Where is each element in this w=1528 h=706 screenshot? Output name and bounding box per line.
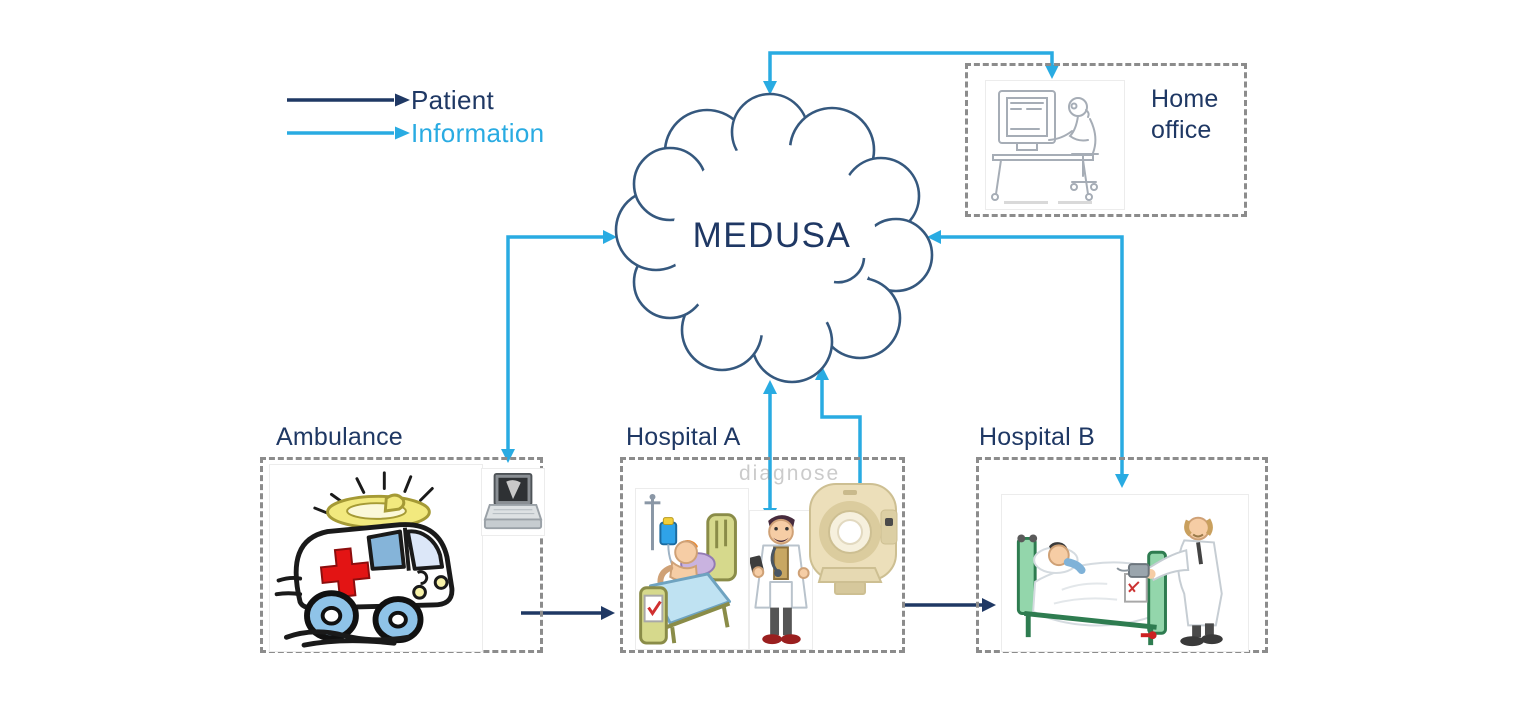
node-home-office: Home office — [965, 63, 1247, 217]
hospital-b-label: Hospital B — [979, 423, 1095, 451]
node-ambulance — [260, 457, 545, 653]
ambulance-clipart — [269, 464, 483, 652]
arrow-cloud-ambulance — [501, 230, 617, 463]
hospital-a-patient-clipart — [635, 488, 749, 650]
ambulance-label: Ambulance — [276, 423, 403, 451]
hospital-a-mri-clipart — [809, 483, 898, 595]
medusa-cloud: MEDUSA — [614, 92, 934, 384]
hospital-a-watermark: diagnose — [739, 462, 841, 485]
information-arrow-icon — [287, 126, 410, 140]
cloud-title: MEDUSA — [693, 216, 852, 255]
hospital-a-label: Hospital A — [626, 423, 741, 451]
legend-label-information: Information — [411, 118, 545, 148]
hospital-b-clipart — [1001, 494, 1249, 652]
node-hospital-a: diagnose — [620, 457, 905, 653]
patient-arrow-icon — [287, 93, 410, 107]
home-office-clipart — [985, 80, 1125, 210]
ultrasound-laptop-clipart — [481, 468, 545, 536]
legend-label-patient: Patient — [411, 85, 495, 115]
hospital-a-doctor-clipart — [749, 510, 813, 650]
home-office-label: Home office — [1151, 85, 1219, 145]
node-hospital-b — [976, 457, 1268, 653]
